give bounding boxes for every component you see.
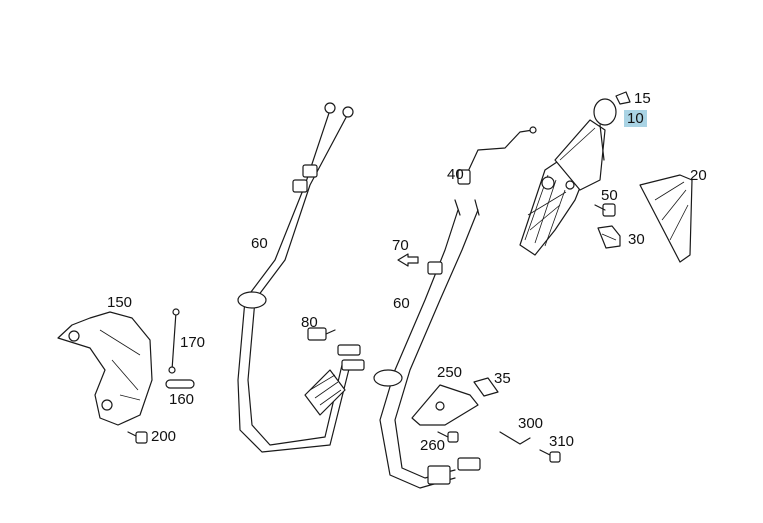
callout-15: 15	[634, 90, 651, 107]
callout-160: 160	[169, 391, 195, 408]
pipe-300	[499, 431, 531, 445]
bolt-50	[594, 203, 616, 217]
callout-35: 35	[494, 370, 511, 387]
callout-50: 50	[601, 187, 618, 204]
bracket-30	[597, 225, 621, 249]
callout-310: 310	[549, 433, 575, 450]
bracket-assembly-150	[57, 311, 153, 426]
shift-boot-cover	[639, 174, 693, 263]
connector-80	[307, 327, 336, 341]
link-160	[165, 379, 195, 389]
callout-20: 20	[690, 167, 707, 184]
callout-60-right: 60	[393, 295, 410, 312]
bracket-250	[411, 384, 479, 426]
shift-cable-60-right	[373, 199, 481, 489]
bolt-260	[437, 431, 459, 443]
shift-lever-assembly	[519, 98, 617, 256]
bolt-200	[127, 431, 148, 444]
shift-cable-60-left	[237, 102, 365, 453]
rod-170	[168, 308, 180, 374]
callout-40: 40	[447, 166, 464, 183]
callout-300: 300	[518, 415, 544, 432]
clip-15	[615, 91, 631, 105]
callout-80: 80	[301, 314, 318, 331]
clip-35	[473, 377, 499, 397]
callout-60-left: 60	[251, 235, 268, 252]
arrow-70	[397, 253, 419, 267]
callout-70: 70	[392, 237, 409, 254]
bolt-310	[539, 449, 561, 463]
callout-170: 170	[180, 334, 206, 351]
callout-30: 30	[628, 231, 645, 248]
callout-150: 150	[107, 294, 133, 311]
callout-10: 10	[624, 110, 647, 127]
callout-250: 250	[437, 364, 463, 381]
callout-200: 200	[151, 428, 177, 445]
sensor-cable-40	[457, 126, 537, 185]
callout-260: 260	[420, 437, 446, 454]
